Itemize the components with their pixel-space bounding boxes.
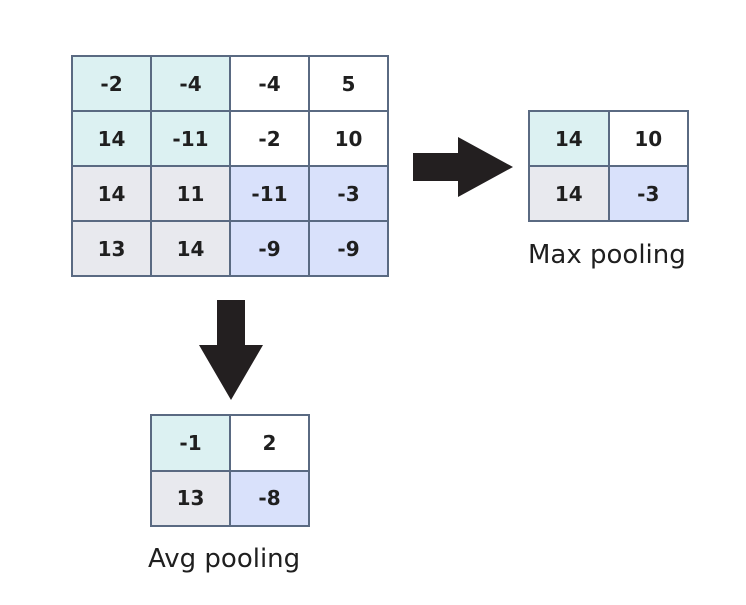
- max-pooling-cell: 14: [530, 112, 608, 165]
- input-cell: -4: [152, 57, 229, 110]
- input-cell: 14: [73, 167, 150, 220]
- input-cell: -2: [73, 57, 150, 110]
- avg-pooling-cell: -1: [152, 416, 229, 470]
- avg-pooling-matrix: -1 2 13 -8: [150, 414, 310, 527]
- max-pooling-label: Max pooling: [528, 240, 686, 270]
- arrow-right-icon: [413, 137, 513, 197]
- input-cell: -11: [231, 167, 308, 220]
- avg-pooling-cell: 13: [152, 471, 229, 525]
- avg-pooling-cell: 2: [231, 416, 308, 470]
- input-cell: 10: [310, 112, 387, 165]
- input-cell: 11: [152, 167, 229, 220]
- input-cell: -11: [152, 112, 229, 165]
- input-cell: 14: [73, 112, 150, 165]
- input-cell: -2: [231, 112, 308, 165]
- input-cell: 14: [152, 222, 229, 275]
- input-cell: -9: [231, 222, 308, 275]
- avg-pooling-label: Avg pooling: [148, 544, 301, 574]
- input-cell: 5: [310, 57, 387, 110]
- input-matrix: -2 -4 -4 5 14 -11 -2 10 14 11 -11 -3 13 …: [71, 55, 389, 277]
- max-pooling-matrix: 14 10 14 -3: [528, 110, 689, 222]
- input-cell: -3: [310, 167, 387, 220]
- max-pooling-cell: -3: [609, 167, 687, 220]
- avg-pooling-cell: -8: [231, 471, 308, 525]
- max-pooling-cell: 10: [609, 112, 687, 165]
- input-cell: -4: [231, 57, 308, 110]
- input-cell: 13: [73, 222, 150, 275]
- arrow-down-icon: [199, 300, 263, 400]
- max-pooling-cell: 14: [530, 167, 608, 220]
- input-cell: -9: [310, 222, 387, 275]
